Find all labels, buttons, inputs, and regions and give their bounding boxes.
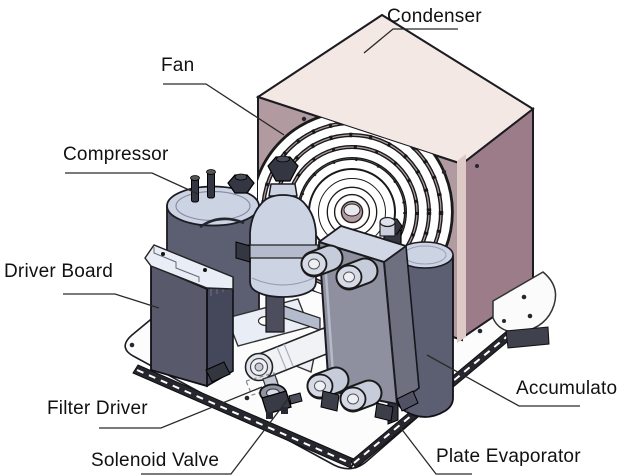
driver-board-3d — [144, 244, 234, 388]
solenoid-valve-3d — [245, 372, 303, 419]
plate-evaporator-3d — [300, 216, 420, 422]
label-driver-board: Driver Board — [4, 261, 114, 282]
leader-driver-board — [63, 293, 160, 309]
condenser-details — [301, 116, 557, 349]
leader-accumulator — [426, 354, 580, 407]
evaporator-ports — [300, 244, 383, 413]
leader-filter-driver — [99, 386, 263, 429]
label-filter-driver: Filter Driver — [47, 398, 148, 419]
leader-plate-evaporator — [399, 426, 472, 475]
bottle-clamp-bolt — [235, 241, 251, 263]
muffler-bottle-3d — [235, 155, 321, 333]
leader-condenser — [363, 28, 458, 54]
condenser-foot-bracket — [492, 271, 557, 333]
board-heatsink-bracket — [144, 244, 234, 290]
label-accumulator: Accumulato — [516, 378, 618, 399]
compressor-tube-loop — [199, 217, 245, 229]
label-compressor: Compressor — [63, 144, 169, 165]
leader-lines — [63, 28, 580, 475]
leader-solenoid-valve — [141, 398, 289, 475]
label-fan: Fan — [161, 55, 195, 76]
bottle-hex-cap — [267, 156, 299, 182]
label-condenser: Condenser — [387, 6, 482, 27]
compressor-hex-fitting — [227, 174, 255, 194]
label-plate-evaporator: Plate Evaporator — [436, 446, 581, 467]
compressor-pipe-stub — [207, 171, 215, 199]
leader-fan — [163, 83, 285, 136]
board-foot-tab — [205, 361, 231, 383]
compressor-pipe-stub — [191, 177, 199, 203]
label-solenoid-valve: Solenoid Valve — [91, 450, 220, 471]
leader-compressor — [65, 172, 199, 195]
